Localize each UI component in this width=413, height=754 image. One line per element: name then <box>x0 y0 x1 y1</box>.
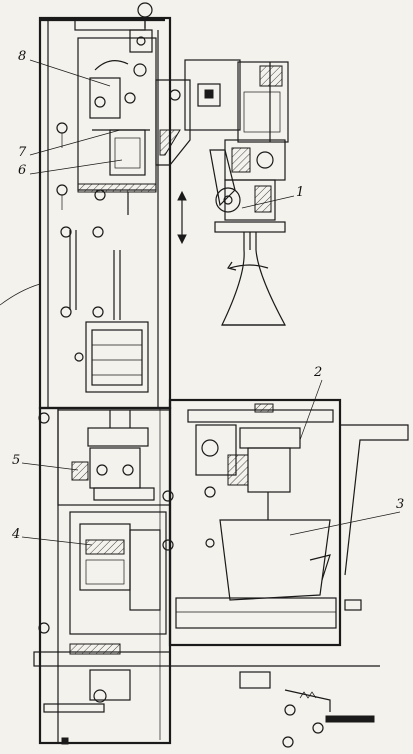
column-motor <box>74 321 149 393</box>
column-fittings <box>56 122 121 320</box>
bowl-spindle <box>195 424 301 520</box>
spindle-unit <box>177 149 287 326</box>
callout-6: 6 <box>18 163 27 178</box>
mid-gear-section <box>38 409 174 506</box>
main-column-frame <box>38 2 172 745</box>
callout-3: 3 <box>396 497 405 512</box>
base-section <box>33 643 380 745</box>
callout-4: 4 <box>12 527 21 542</box>
inclined-arm <box>155 79 191 166</box>
pedal-assembly <box>239 671 375 748</box>
leader-lines <box>0 59 401 546</box>
motor-head-housing <box>184 59 289 181</box>
callout-2: 2 <box>314 365 323 380</box>
callout-7: 7 <box>18 145 27 160</box>
callout-8: 8 <box>18 49 27 64</box>
lower-motor <box>38 511 174 635</box>
upper-head-block <box>77 29 157 215</box>
callout-1: 1 <box>296 185 305 200</box>
right-cabinet <box>168 398 409 647</box>
callout-5: 5 <box>12 453 21 468</box>
bowl-vessel <box>175 519 337 629</box>
